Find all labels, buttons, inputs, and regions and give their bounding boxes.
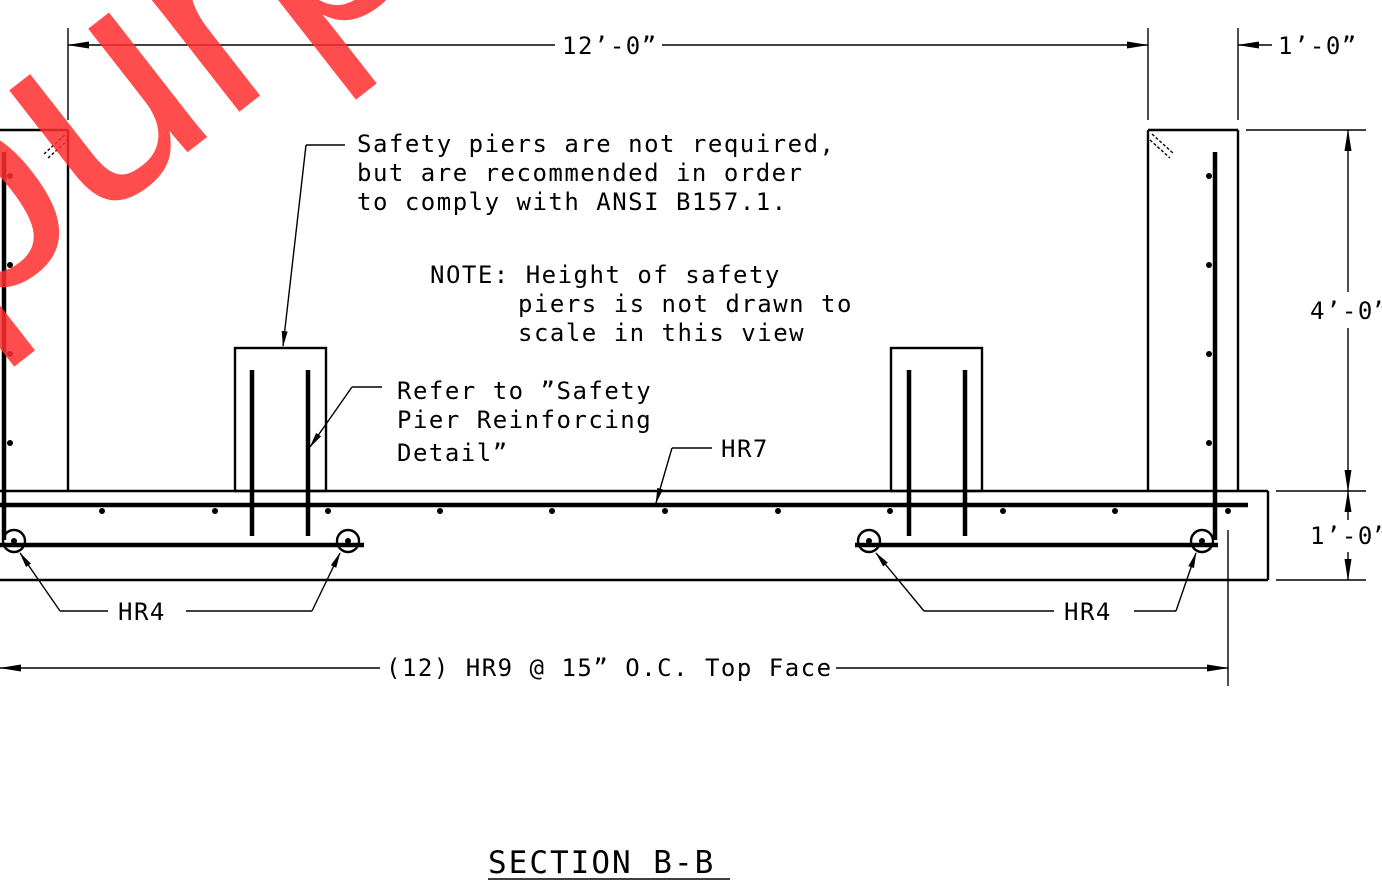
note-line: scale in this view bbox=[518, 319, 805, 347]
hr4-left-label: HR4 bbox=[118, 598, 166, 626]
section-title: SECTION B-B bbox=[488, 845, 715, 881]
note-line: Safety piers are not required, bbox=[357, 130, 835, 158]
concrete-outline bbox=[0, 128, 1270, 582]
dim-12-0: 12’-0” bbox=[562, 32, 658, 60]
dim-1-0-slab: 1’-0” bbox=[1310, 522, 1382, 550]
rebar-dots bbox=[7, 173, 1231, 514]
hook-circles bbox=[1, 528, 1215, 554]
note-line: Detail” bbox=[397, 439, 509, 467]
refer-note: Refer to ”Safety Pier Reinforcing Detail… bbox=[397, 377, 652, 467]
leaders bbox=[19, 144, 1197, 612]
hr7-label: HR7 bbox=[721, 435, 769, 463]
note-line: NOTE: Height of safety bbox=[430, 261, 781, 289]
height-note: NOTE: Height of safety piers is not draw… bbox=[430, 261, 853, 347]
hr4-right-label: HR4 bbox=[1064, 598, 1112, 626]
chamfer-marks bbox=[43, 133, 1175, 159]
dimension-lines bbox=[0, 28, 1366, 686]
note-line: Pier Reinforcing bbox=[397, 406, 652, 434]
rebar bbox=[0, 152, 1248, 548]
note-line: but are recommended in order bbox=[357, 159, 804, 187]
dim-4-0: 4’-0” bbox=[1310, 297, 1382, 325]
safety-piers-note: Safety piers are not required, but are r… bbox=[357, 130, 835, 216]
dim-1-0-wall: 1’-0” bbox=[1278, 32, 1358, 60]
note-line: Refer to ”Safety bbox=[397, 377, 652, 405]
note-line: to comply with ANSI B157.1. bbox=[357, 188, 788, 216]
note-line: piers is not drawn to bbox=[518, 290, 853, 318]
bottom-rebar-label: (12) HR9 @ 15” O.C. Top Face bbox=[386, 654, 833, 682]
dimension-texts: 12’-0” 1’-0” 4’-0” 1’-0” (12) HR9 @ 15” … bbox=[386, 32, 1382, 682]
